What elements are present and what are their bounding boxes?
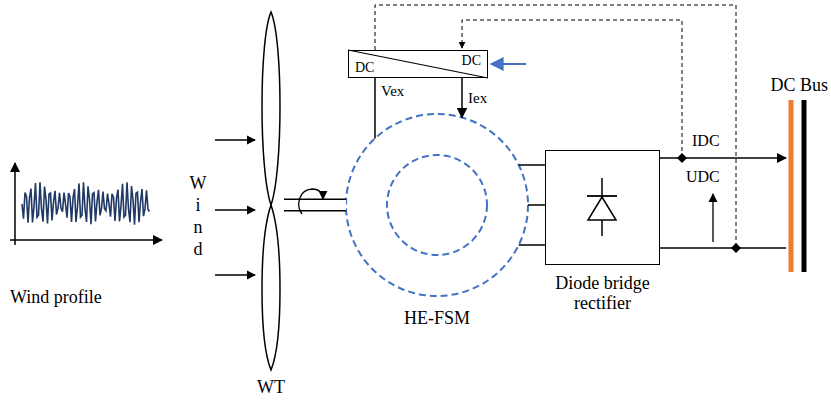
current-feedback-line xyxy=(462,20,682,158)
voltage-feedback-line xyxy=(375,5,736,248)
wind-arrow xyxy=(215,274,255,275)
signal-name: Vex xyxy=(381,83,404,100)
excitation-wire xyxy=(374,78,376,138)
shaft xyxy=(284,199,346,212)
phase-wire xyxy=(519,244,545,246)
node-label: WT xyxy=(257,378,285,398)
wind-arrow xyxy=(215,209,255,210)
control-input-arrow xyxy=(491,63,526,65)
shaft-core xyxy=(284,200,346,210)
turbine-blade xyxy=(262,12,280,205)
diode-bar xyxy=(587,195,617,197)
dc-wire xyxy=(660,157,786,159)
phase-wire xyxy=(519,164,545,166)
dc-bus-bar xyxy=(789,100,794,272)
turbine-blade xyxy=(262,205,280,370)
node-label: DC Bus xyxy=(770,76,828,96)
generator-circle: HE-FSM xyxy=(345,113,529,297)
rectifier-box: Diode bridge rectifier xyxy=(545,150,660,265)
dc-dc-converter: DC DC xyxy=(348,50,488,78)
excitation-wire xyxy=(461,78,463,118)
chart-x-axis xyxy=(10,239,162,241)
chart-y-axis xyxy=(14,163,16,245)
node-label: Diode bridge rectifier xyxy=(538,274,668,314)
node-label: DC xyxy=(462,53,481,68)
dc-bus-bar xyxy=(802,100,807,272)
wind-arrow xyxy=(215,139,255,140)
signal-name: Iex xyxy=(468,90,487,107)
wind-profile-chart: Wind profile xyxy=(10,160,165,248)
stator-outline xyxy=(346,114,528,296)
current-label: IDC xyxy=(692,132,720,150)
connector-layer xyxy=(284,78,786,248)
converter-diagonal xyxy=(348,50,488,78)
dc-wire xyxy=(660,247,786,249)
node-label: HE-FSM xyxy=(404,309,470,329)
signal-name: UDC xyxy=(686,168,720,186)
dc-bus: DC Bus xyxy=(786,100,808,272)
phase-wire xyxy=(528,204,545,206)
node-label: Wind profile xyxy=(10,288,102,308)
rotation-arrow xyxy=(299,189,323,214)
wind-label: W i n d xyxy=(188,172,208,260)
node-label: DC xyxy=(355,60,374,75)
diode-symbol xyxy=(588,197,616,220)
voltage-arrow xyxy=(712,194,713,242)
wind-turbine: WT xyxy=(258,10,284,372)
wind-signal xyxy=(22,182,150,224)
rotor-outline xyxy=(387,155,487,255)
